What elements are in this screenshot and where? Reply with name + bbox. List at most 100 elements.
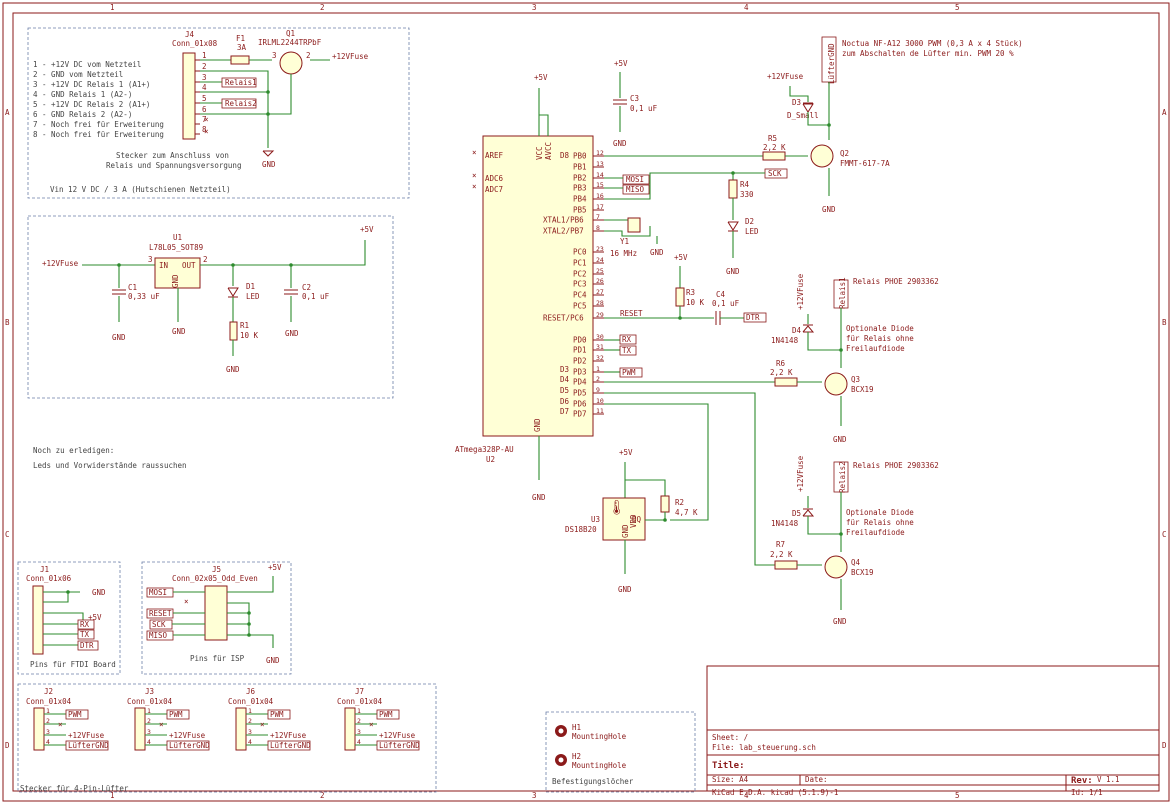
j1-connector bbox=[32, 585, 44, 655]
isp-reset: RESET bbox=[149, 609, 172, 618]
tb-file: File: lab_steuerung.sch bbox=[712, 743, 816, 752]
y1-gnd: GND bbox=[650, 248, 664, 257]
mcu-pin-num: 27 bbox=[596, 288, 604, 296]
mcu-left-pin-1: AREF bbox=[485, 151, 504, 160]
mcu-pin-pc4: PC4 bbox=[573, 291, 587, 300]
mcu-d5-label: D5 bbox=[560, 386, 569, 395]
frame-col-3: 3 bbox=[532, 3, 537, 12]
relay1-driver-block: +12VFuse Relais1 Relais PHOE 2903362 D4 … bbox=[770, 273, 939, 444]
j1-value: Conn_01x06 bbox=[26, 574, 72, 583]
ftdi-tx: TX bbox=[80, 630, 90, 639]
mcu-pin-pb2: PB2 bbox=[573, 174, 587, 183]
c4-ref: C4 bbox=[716, 290, 726, 299]
u1-pin-out: OUT bbox=[182, 261, 196, 270]
fan-subtitle: zum Abschalten de Lüfter min. PWM 20 % bbox=[842, 49, 1014, 58]
svg-text:2: 2 bbox=[46, 717, 50, 725]
mcu-pin-gnd: GND bbox=[533, 418, 542, 432]
svg-text:2: 2 bbox=[306, 51, 311, 60]
mcu-pin-pd1: PD1 bbox=[573, 346, 587, 355]
c2-value: 0,1 uF bbox=[302, 292, 330, 301]
svg-text:3: 3 bbox=[272, 51, 277, 60]
isp-block: J5 Conn_02x05_Odd_Even MOSI RESET SCK MI… bbox=[141, 561, 292, 675]
tb-size: Size: A4 bbox=[712, 775, 749, 784]
pin-desc-4: 4 - GND Relais 1 (A2-) bbox=[33, 90, 132, 99]
mosfet-q1 bbox=[279, 51, 303, 75]
u1-value: L78L05_SOT89 bbox=[149, 243, 203, 252]
mcu-u2 bbox=[482, 135, 594, 437]
c3-value: 0,1 uF bbox=[630, 104, 658, 113]
frame-col-2: 2 bbox=[320, 3, 325, 12]
mcu-pin-avcc: AVCC bbox=[544, 142, 553, 160]
d1-value: LED bbox=[246, 292, 260, 301]
mcu-pin-vcc: VCC bbox=[535, 146, 544, 160]
j4-ref: J4 bbox=[185, 30, 195, 39]
svg-text:×: × bbox=[472, 182, 477, 191]
svg-text:×: × bbox=[58, 720, 63, 729]
fan-12v-label: +12VFuse bbox=[68, 731, 105, 740]
frame-row-c: C bbox=[5, 530, 10, 539]
relay1-opt3: Freilaufdiode bbox=[846, 344, 905, 353]
q4-ref: Q4 bbox=[851, 558, 861, 567]
frame-row-d-right: D bbox=[1162, 741, 1167, 750]
f1-ref: F1 bbox=[236, 34, 245, 43]
r5-ref: R5 bbox=[768, 134, 777, 143]
mcu-pin-num: 32 bbox=[596, 354, 604, 362]
r1-value: 10 K bbox=[240, 331, 259, 340]
mcu-block: ATmega328P-AU U2 +5V VCC AVCC GND GND AR… bbox=[455, 73, 604, 502]
todo-note-2: Leds und Vorwiderstände raussuchen bbox=[33, 461, 187, 470]
r6-ref: R6 bbox=[776, 359, 786, 368]
mcu-pin-pc1: PC1 bbox=[573, 259, 587, 268]
mcu-pin-num: 14 bbox=[596, 171, 604, 179]
mcu-pin-num: 7 bbox=[596, 213, 600, 221]
resistor-r5 bbox=[762, 151, 786, 161]
r6-value: 2,2 K bbox=[770, 368, 793, 377]
frame-col-1: 1 bbox=[110, 3, 115, 12]
mounting-holes-block: H1 MountingHole H2 MountingHole Befestig… bbox=[545, 711, 696, 793]
isp-mosi: MOSI bbox=[149, 588, 167, 597]
svg-text:4: 4 bbox=[357, 738, 361, 746]
tb-rev: V 1.1 bbox=[1097, 775, 1120, 784]
mcu-pin-pb3: PB3 bbox=[573, 184, 587, 193]
q2-value: FMMT-617-7A bbox=[840, 159, 890, 168]
temp-sensor-block: +5V 🌡 GND VDD DQ U3 DS18B20 R2 4,7 K GND bbox=[565, 448, 698, 594]
pin-desc-6: 6 - GND Relais 2 (A2-) bbox=[33, 110, 132, 119]
frame-row-a: A bbox=[5, 108, 10, 117]
c3-gnd: GND bbox=[613, 139, 627, 148]
svg-text:1: 1 bbox=[202, 51, 207, 60]
d4-value: 1N4148 bbox=[771, 336, 799, 345]
net-rx: RX bbox=[622, 335, 632, 344]
mcu-pin-pc5: PC5 bbox=[573, 302, 587, 311]
mcu-pin-pb5: PB5 bbox=[573, 206, 587, 215]
mcu-pin-pd2: PD2 bbox=[573, 357, 587, 366]
pin-desc-8: 8 - Noch frei für Erweiterung bbox=[33, 130, 164, 139]
mcu-pin-pd4: PD4 bbox=[573, 378, 587, 387]
mcu-left-pin-2: ADC6 bbox=[485, 174, 504, 183]
q2-gnd: GND bbox=[822, 205, 836, 214]
fan-12v-label: +12VFuse bbox=[270, 731, 307, 740]
u3-gnd: GND bbox=[618, 585, 632, 594]
j1-ref: J1 bbox=[40, 565, 49, 574]
mcu-pin-pc2: PC2 bbox=[573, 270, 587, 279]
r3-value: 10 K bbox=[686, 298, 705, 307]
net-pwm: PWM bbox=[622, 368, 636, 377]
ftdi-caption: Pins für FTDI Board bbox=[30, 660, 116, 669]
mcu-d3-label: D3 bbox=[560, 365, 569, 374]
mcu-pin-num: 26 bbox=[596, 277, 604, 285]
r5-value: 2,2 K bbox=[763, 143, 786, 152]
mcu-pin-num: 2 bbox=[596, 375, 600, 383]
mcu-d4-label: D4 bbox=[560, 375, 570, 384]
isp-gnd: GND bbox=[266, 656, 280, 665]
mcu-pin-num: 1 bbox=[596, 365, 600, 373]
q1-ref: Q1 bbox=[286, 29, 295, 38]
fan-connectors-block: J2Conn_01x041234×PWM+12VFuseLüfterGNDJ3C… bbox=[17, 683, 437, 793]
svg-text:4: 4 bbox=[248, 738, 252, 746]
r4-ref: R4 bbox=[740, 180, 750, 189]
d5-value: 1N4148 bbox=[771, 519, 799, 528]
mcu-pin-pb1: PB1 bbox=[573, 163, 587, 172]
tb-date: Date: bbox=[805, 775, 828, 784]
mcu-pin-num: 24 bbox=[596, 256, 604, 264]
mcu-pin-num: 28 bbox=[596, 299, 604, 307]
r7-ref: R7 bbox=[776, 540, 785, 549]
svg-text:3: 3 bbox=[46, 728, 50, 736]
